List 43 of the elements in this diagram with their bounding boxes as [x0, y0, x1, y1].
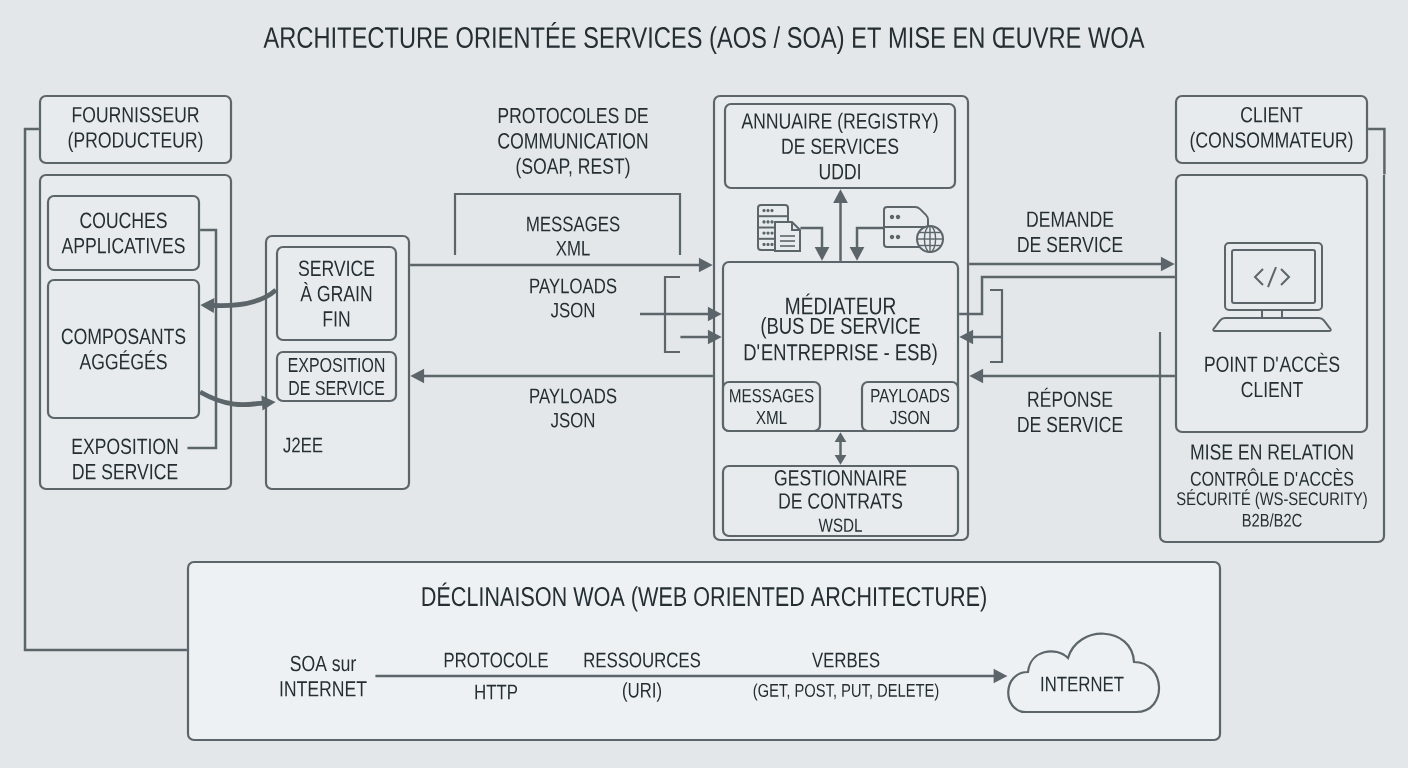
server-document-icon	[757, 204, 801, 252]
connector-line	[187, 228, 218, 450]
box-title: MÉDIATEUR	[786, 293, 896, 315]
server-globe-icon	[883, 206, 944, 253]
process-box: SERVICE À GRAIN FIN	[275, 245, 398, 342]
text-label: PAYLOADS JSON	[530, 278, 617, 318]
text-label: EXPOSITION DE SERVICE	[72, 438, 178, 480]
connector-line	[23, 127, 187, 652]
text-label: SOA sur INTERNET	[280, 655, 367, 697]
text-label: VERBES	[812, 652, 880, 668]
panel-title: DÉCLINAISON WOA (WEB ORIENTED ARCHITECTURE)	[422, 582, 986, 612]
text-label: PROTOCOLE	[444, 652, 548, 668]
bracket	[990, 288, 1004, 364]
process-box: PAYLOADS JSON	[860, 380, 960, 433]
text-label: HTTP	[475, 684, 518, 700]
text-label: (GET, POST, PUT, DELETE)	[753, 683, 939, 701]
box-label: B2B/B2C	[1242, 513, 1302, 527]
process-box: EXPOSITION DE SERVICE	[275, 350, 398, 403]
edge-label: DEMANDE DE SERVICE	[1012, 209, 1128, 255]
box-label: CONTRÔLE D'ACCÈS	[1190, 468, 1354, 486]
edge-label: MESSAGES XML	[521, 214, 625, 258]
connector-line	[959, 275, 1175, 316]
edge-label: PAYLOADS JSON	[521, 386, 625, 430]
text-label: RESSOURCES	[584, 652, 701, 668]
cloud: INTERNET	[1007, 632, 1161, 714]
process-box: GESTIONNAIRE DE CONTRATS WSDL	[721, 464, 960, 538]
process-box: MESSAGES XML	[721, 380, 822, 433]
box-label: J2EE	[283, 437, 323, 453]
process-box: COMPOSANTS AGGÉGÉS	[46, 278, 201, 420]
box-label: SÉCURITÉ (WS-SECURITY)	[1177, 489, 1367, 509]
process-box: COUCHES APPLICATIVES	[46, 194, 201, 272]
box-label: (BUS DE SERVICE D'ENTREPRISE - ESB)	[744, 317, 937, 365]
bracket	[663, 275, 680, 354]
text-label: PROTOCOLES DE COMMUNICATION (SOAP, REST)	[498, 107, 648, 179]
process-box: FOURNISSEUR (PRODUCTEUR)	[38, 94, 233, 165]
edge-label: RÉPONSE DE SERVICE	[1012, 385, 1128, 435]
title: ARCHITECTURE ORIENTÉE SERVICES (AOS / SOA) ET MISE EN ŒUVRE WOA	[263, 22, 1145, 54]
connector-line	[1368, 127, 1386, 175]
process-box: POINT D'ACCÈS CLIENT	[1174, 173, 1369, 434]
process-box: ANNUAIRE (REGISTRY) DE SERVICES UDDI	[723, 102, 957, 190]
text-label: (URI)	[623, 682, 661, 702]
box-label: MISE EN RELATION	[1191, 444, 1353, 460]
process-box: CLIENT (CONSOMMATEUR)	[1174, 94, 1369, 165]
